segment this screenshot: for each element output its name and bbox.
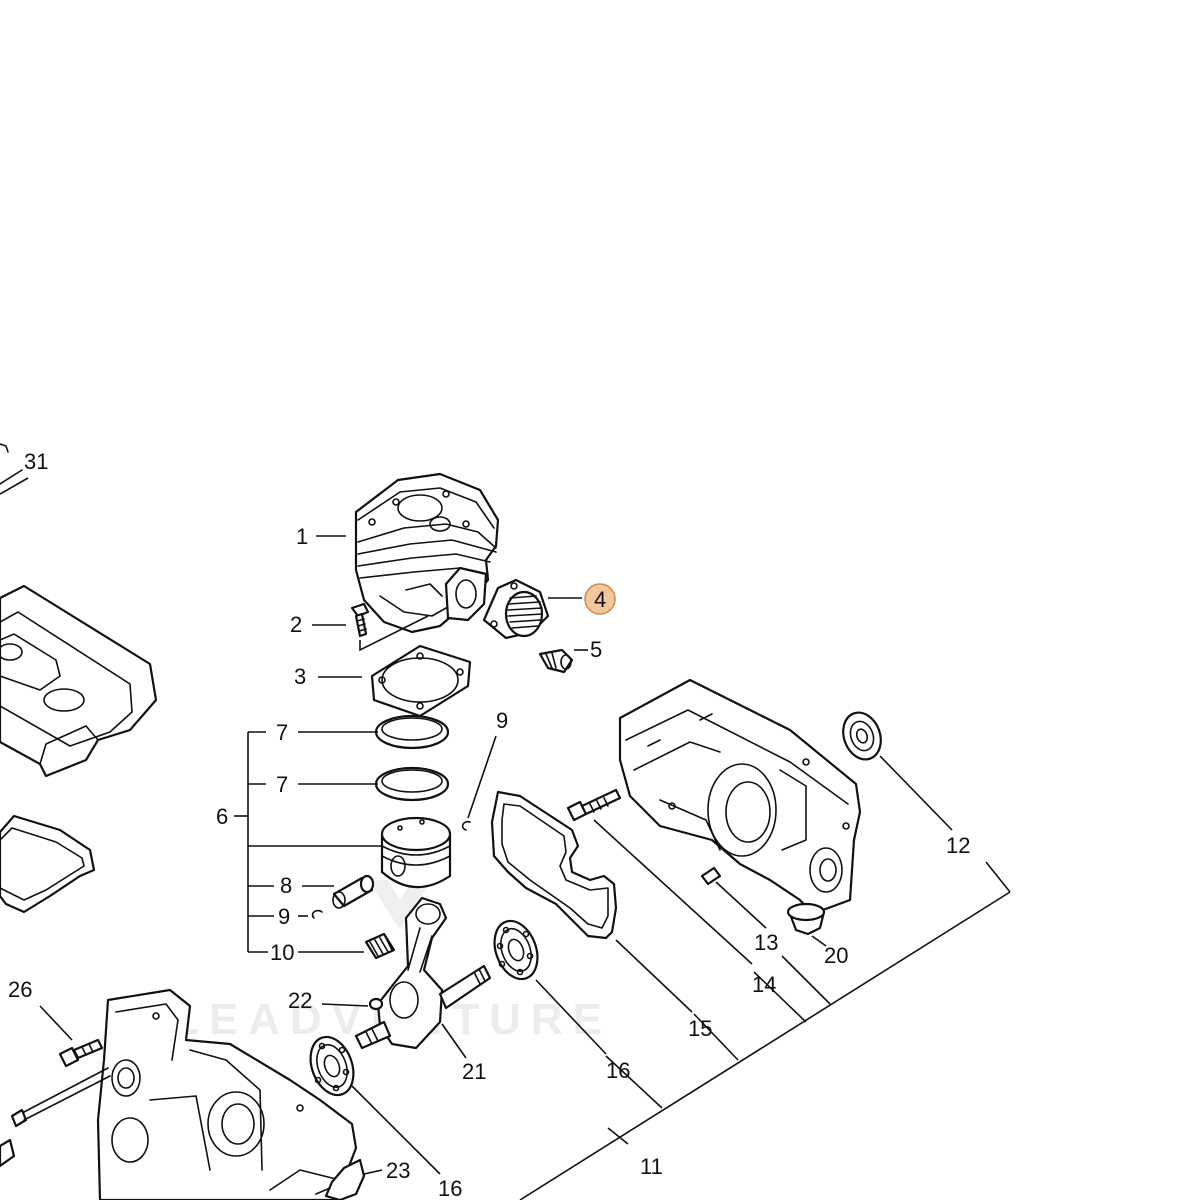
crankcase-screw-part[interactable] bbox=[566, 788, 622, 822]
callout-16-right[interactable]: 16 bbox=[606, 1058, 630, 1083]
callout-21[interactable]: 21 bbox=[462, 1059, 486, 1084]
callout-1[interactable]: 1 bbox=[296, 524, 308, 549]
crankcase-left-part[interactable] bbox=[96, 988, 358, 1200]
muffler-screw-part[interactable] bbox=[538, 648, 574, 674]
crankshaft-part[interactable] bbox=[354, 896, 492, 1050]
long-bolt-part[interactable] bbox=[10, 1067, 111, 1128]
piston-ring-upper-part[interactable] bbox=[374, 714, 450, 750]
callout-9-upper[interactable]: 9 bbox=[496, 708, 508, 733]
cylinder-part[interactable] bbox=[354, 472, 500, 634]
ball-bearing-left-part[interactable] bbox=[303, 1031, 361, 1101]
callout-4[interactable]: 4 bbox=[594, 587, 606, 612]
circlip-upper-part[interactable] bbox=[461, 820, 471, 831]
callout-6[interactable]: 6 bbox=[216, 804, 228, 829]
callout-7-upper[interactable]: 7 bbox=[276, 720, 288, 745]
callout-7-lower[interactable]: 7 bbox=[276, 772, 288, 797]
callout-14[interactable]: 14 bbox=[752, 972, 776, 997]
ball-bearing-right-part[interactable] bbox=[487, 915, 545, 985]
callout-16-left[interactable]: 16 bbox=[438, 1176, 462, 1200]
callout-labels: 31 1 2 3 4 5 6 7 7 8 9 9 10 11 12 13 14 … bbox=[8, 449, 970, 1200]
callout-9-lower[interactable]: 9 bbox=[278, 904, 290, 929]
cylinder-gasket-part[interactable] bbox=[370, 644, 472, 718]
bracket-part[interactable] bbox=[315, 1158, 366, 1200]
crankcase-bolt-part[interactable] bbox=[58, 1038, 104, 1068]
callout-11[interactable]: 11 bbox=[640, 1154, 663, 1179]
muffler-flange-part[interactable] bbox=[482, 578, 550, 640]
needle-bearing-part[interactable] bbox=[364, 932, 396, 960]
leader-lines bbox=[0, 477, 1011, 1200]
screw-31-part[interactable] bbox=[0, 443, 23, 485]
piston-ring-lower-part[interactable] bbox=[374, 766, 450, 802]
cylinder-screw-part[interactable] bbox=[350, 602, 370, 638]
callout-3[interactable]: 3 bbox=[294, 664, 306, 689]
callout-5[interactable]: 5 bbox=[590, 637, 602, 662]
shaft-seal-part[interactable] bbox=[837, 707, 887, 764]
callout-4-highlight bbox=[585, 584, 615, 614]
callout-13[interactable]: 13 bbox=[754, 930, 778, 955]
callout-20[interactable]: 20 bbox=[824, 943, 848, 968]
dowel-pin-part[interactable] bbox=[700, 866, 722, 886]
piston-part[interactable] bbox=[380, 816, 452, 889]
callout-12[interactable]: 12 bbox=[946, 833, 970, 858]
top-cover-part[interactable] bbox=[0, 584, 158, 778]
crankcase-right-part[interactable] bbox=[618, 678, 862, 916]
callout-26[interactable]: 26 bbox=[8, 977, 32, 1002]
rubber-plug-part[interactable] bbox=[786, 902, 826, 936]
callout-22[interactable]: 22 bbox=[288, 988, 312, 1013]
callout-23[interactable]: 23 bbox=[386, 1158, 410, 1183]
edge-screw-part[interactable] bbox=[0, 1138, 16, 1168]
callout-8[interactable]: 8 bbox=[280, 873, 292, 898]
callout-10[interactable]: 10 bbox=[270, 940, 294, 965]
cover-gasket-part[interactable] bbox=[0, 814, 96, 914]
crankcase-gasket-part[interactable] bbox=[490, 790, 618, 940]
piston-pin-part[interactable] bbox=[332, 874, 375, 909]
callout-15[interactable]: 15 bbox=[688, 1016, 712, 1041]
callout-31[interactable]: 31 bbox=[24, 449, 48, 474]
callout-4-highlight-ring bbox=[584, 583, 616, 615]
washer-part[interactable] bbox=[368, 997, 384, 1011]
circlip-lower-part[interactable] bbox=[311, 909, 323, 919]
callout-2[interactable]: 2 bbox=[290, 612, 302, 637]
watermark-logo bbox=[368, 880, 432, 930]
